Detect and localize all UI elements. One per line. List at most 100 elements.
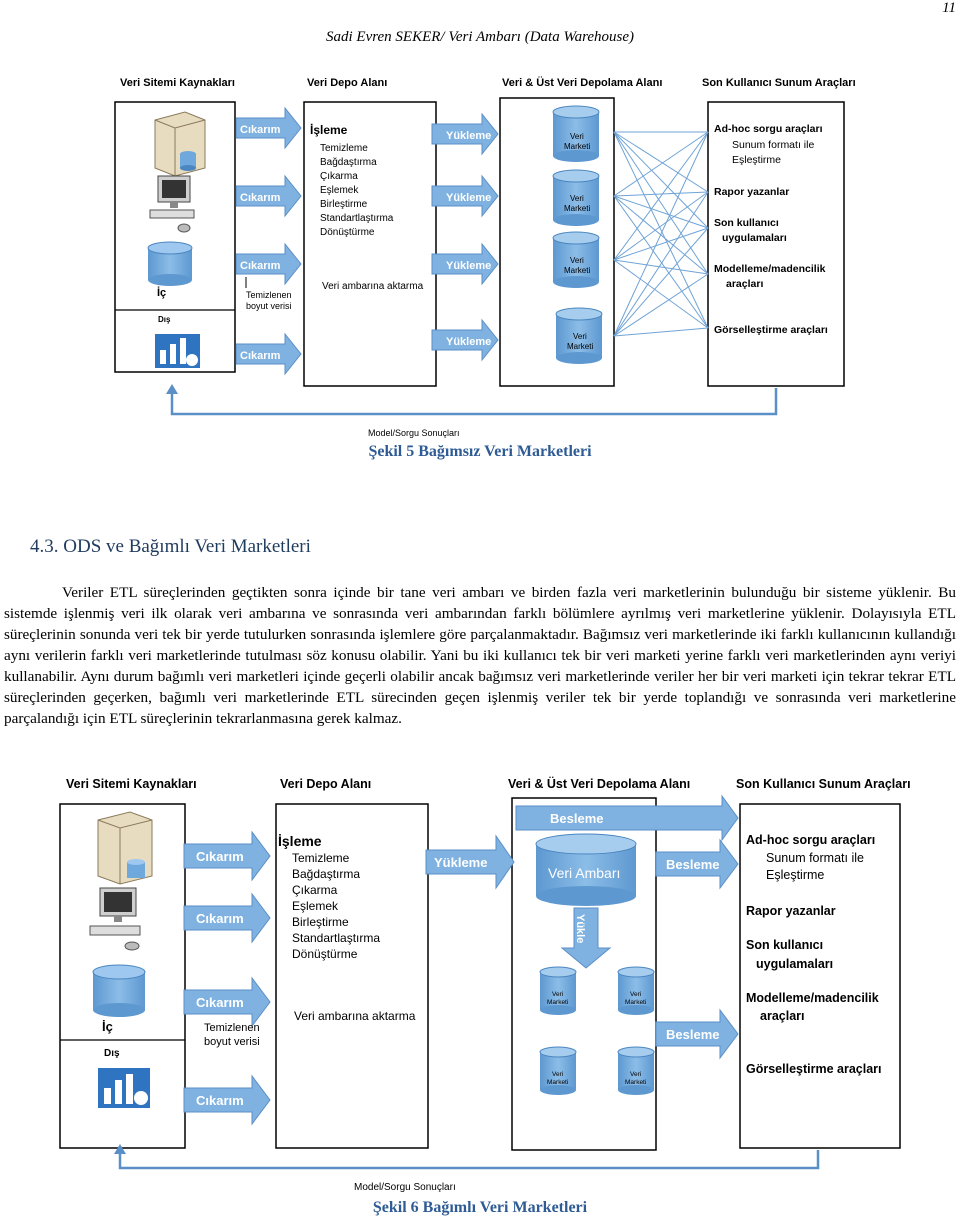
fig6-load-arrow [425,834,515,890]
fig6-tool-viz: Görselleştirme araçları [746,1062,882,1076]
fig5-tool-apps-1: Son kullanıcı [714,217,779,229]
fig6-tool-apps-1: Son kullanıcı [746,938,823,952]
database-icon [92,964,146,1017]
fig5-load-label-4: Yükleme [446,336,491,348]
fig5-header-enduser: Son Kullanıcı Sunum Araçları [702,77,856,89]
fig5-header-meta: Veri & Üst Veri Depolama Alanı [502,76,662,89]
fig6-extract-arrow-3 [183,976,271,1028]
fig6-top-feed-label: Besleme [550,811,603,826]
fig5-load-to-dw: Veri ambarına aktarma [322,281,424,292]
fig6-feedback-label: Model/Sorgu Sonuçları [354,1182,456,1193]
fig5-header-sources: Veri Sitemi Kaynakları [120,77,235,89]
fig5-tool-adhoc-sub1: Sunum formatı ile [732,139,814,151]
fig6-feedback-arrow [118,1150,820,1170]
fig5-tools-box [707,101,845,387]
fig6-step: Eşlemek [292,899,339,913]
fig6-mart-4: Veri [630,1071,641,1078]
fig6-step: Çıkarma [292,883,338,897]
fig6-feed-arrow-1 [655,838,739,890]
fig6-extract-label-2: Cıkarım [196,911,244,926]
fig6-tool-mining-2: araçları [760,1009,804,1023]
figure-6-diagram: Veri Sitemi Kaynakları Veri Depo Alanı V… [0,768,960,1198]
fig5-extract-label-2: Cıkarım [240,192,281,204]
computer-icon [89,887,141,951]
fig6-tool-adhoc: Ad-hoc sorgu araçları [746,833,875,847]
fig6-processing-title: İşleme [278,833,322,849]
fig6-tool-adhoc-sub2: Eşleştirme [766,868,824,882]
server-icon [154,111,206,177]
body-paragraph: Veriler ETL süreçlerinden geçtikten sonr… [4,584,956,727]
fig5-internal-label: İç [157,286,166,299]
fig6-external-label: Dış [104,1048,120,1059]
fig5-load-arrow-3 [431,242,499,286]
fig6-step: Birleştirme [292,915,349,929]
fig6-mart-3: Veri [552,1071,563,1078]
fig5-extract-label-4: Cıkarım [240,350,281,362]
fig5-step: Çıkarma [320,171,358,182]
figure-5-diagram: Veri Sitemi Kaynakları Veri Depo Alanı V… [0,62,960,442]
fig6-header-meta: Veri & Üst Veri Depolama Alanı [508,776,690,791]
fig6-mart-2: Veri [630,991,641,998]
section-heading: 4.3. ODS ve Bağımlı Veri Marketleri [30,536,311,557]
fig5-mart-1: Veri [570,132,584,141]
fig6-feed-arrow-2 [655,1008,739,1060]
fig6-mart-1b: Marketi [547,999,568,1006]
fig5-mart-4b: Marketi [567,342,593,351]
fig6-extract-label-4: Cıkarım [196,1093,244,1108]
fig6-vertical-load-label: Yükle [574,914,586,943]
figure-6-caption: Şekil 6 Bağımlı Veri Marketleri [372,1199,588,1216]
fig5-cross-arrows [613,131,709,337]
fig6-load-to-dw: Veri ambarına aktarma [294,1009,416,1023]
fig5-cleaned-1: Temizlenen [246,290,292,300]
fig5-feedback-arrow [170,388,778,416]
fig6-tool-adhoc-sub1: Sunum formatı ile [766,851,864,865]
computer-icon [149,175,195,233]
fig6-cleaned-1: Temizlenen [204,1022,260,1034]
fig6-header-sources: Veri Sitemi Kaynakları [66,777,197,791]
fig5-tool-report: Rapor yazanlar [714,186,789,198]
fig5-load-arrow-1 [431,112,499,156]
fig6-mart-4b: Marketi [625,1079,646,1086]
fig6-vertical-load-arrow [560,907,612,969]
fig6-warehouse-label: Veri Ambarı [548,865,620,881]
fig6-mart-2b: Marketi [625,999,646,1006]
fig5-tool-mining-1: Modelleme/madencilik [714,263,826,275]
fig6-internal-label: İç [102,1019,113,1034]
fig5-feedback-label: Model/Sorgu Sonuçları [368,428,460,438]
fig6-tool-apps-2: uygulamaları [756,957,833,971]
fig5-staging-box [303,101,437,387]
fig6-step: Temizleme [292,851,350,865]
fig6-header-enduser: Son Kullanıcı Sunum Araçları [736,777,911,791]
fig6-data-mart-cylinders [539,966,655,1095]
fig5-mart-3: Veri [570,256,584,265]
fig5-load-label-3: Yükleme [446,260,491,272]
fig6-step: Standartlaştırma [292,931,380,945]
fig5-mart-4: Veri [573,332,587,341]
fig5-step: Standartlaştırma [320,213,394,224]
fig5-step: Bağdaştırma [320,157,377,168]
running-header: Sadi Evren SEKER/ Veri Ambarı (Data Ware… [325,29,635,45]
fig5-tool-adhoc: Ad-hoc sorgu araçları [714,123,823,135]
fig6-tool-report: Rapor yazanlar [746,904,836,918]
fig5-mart-2b: Marketi [564,204,590,213]
fig5-step: Temizleme [320,143,368,154]
fig6-tool-mining-1: Modelleme/madencilik [746,991,879,1005]
fig6-extract-label-1: Cıkarım [196,849,244,864]
fig6-tools-box [739,803,901,1149]
fig6-top-feed-arrow [515,794,739,842]
fig5-tool-viz: Görselleştirme araçları [714,324,828,336]
fig5-tool-mining-2: araçları [726,278,763,290]
fig6-staging-box [275,803,429,1149]
chart-icon [98,1068,150,1108]
fig5-extract-arrow-3 [235,242,302,286]
fig6-extract-arrow-2 [183,892,271,944]
fig5-cleaned-2: boyut verisi [246,301,292,311]
fig5-load-label-2: Yükleme [446,192,491,204]
page-number: 11 [942,0,956,16]
database-icon [147,241,193,286]
fig5-load-arrow-4 [431,318,499,362]
warehouse-cylinder [535,833,637,906]
fig5-extract-label-3: Cıkarım [240,260,281,272]
fig6-step: Bağdaştırma [292,867,360,881]
fig6-load-label: Yükleme [434,855,487,870]
